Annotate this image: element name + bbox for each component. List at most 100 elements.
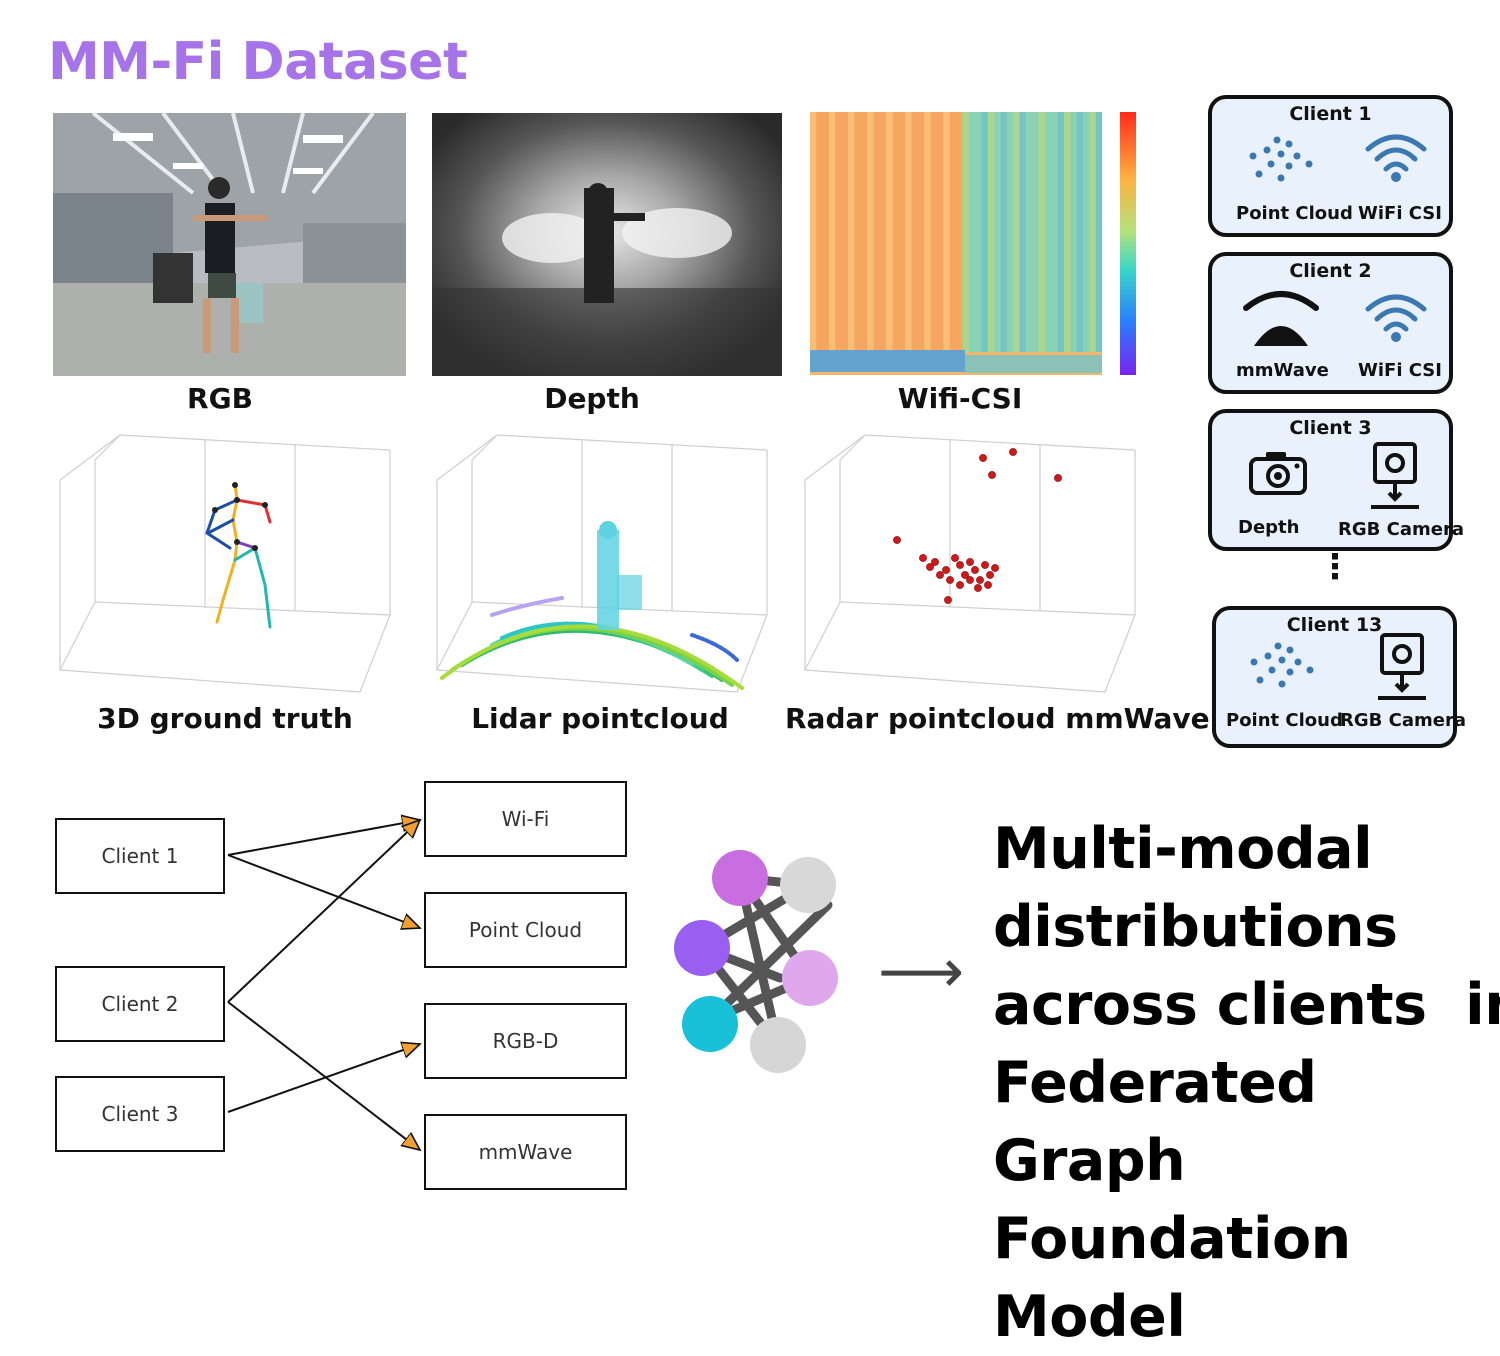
csi-stripe [1057, 112, 1064, 352]
csi-stripe [905, 112, 912, 352]
client-card-title: Client 3 [1289, 417, 1372, 439]
csi-stripe [1051, 112, 1058, 352]
csi-stripe [943, 112, 950, 352]
client-card-right-label: RGB Camera [1340, 710, 1466, 731]
wifi-csi-label: Wifi-CSI [897, 382, 1023, 415]
radar-point [1054, 474, 1062, 482]
client-card-title: Client 2 [1289, 260, 1372, 282]
radar-label: Radar pointcloud mmWave [785, 702, 1210, 735]
csi-stripe [1013, 112, 1020, 352]
csi-stripe [987, 112, 995, 352]
ground-truth-plot [55, 430, 400, 695]
csi-stripe [1038, 112, 1045, 352]
radar-point [936, 571, 944, 579]
camera-icon [1249, 452, 1307, 495]
client-card-left-label: Point Cloud [1236, 203, 1353, 224]
client-card-3: Client 3 Depth RGB Camera [1208, 409, 1464, 551]
graph-modality-node: mmWave [424, 1114, 627, 1190]
csi-stripe [994, 112, 1001, 352]
headline-line: Foundation Model [993, 1206, 1351, 1350]
arrow-icon: ⟶ [878, 937, 965, 1007]
headline-line: Multi-modal [993, 816, 1373, 882]
page-title: MM-Fi Dataset [48, 32, 468, 92]
ellipsis: ⋮ [1318, 547, 1352, 587]
point-cloud-icon [1250, 642, 1314, 688]
radar-point [976, 576, 984, 584]
radar-point [1009, 448, 1017, 456]
client-card-left-label: mmWave [1236, 360, 1329, 381]
client-card-right-label: WiFi CSI [1358, 360, 1442, 381]
graph-network-icon [674, 850, 838, 1073]
client-card-title: Client 13 [1286, 614, 1383, 636]
depth-label: Depth [544, 382, 640, 415]
radar-point [979, 454, 987, 462]
wifi-icon [1365, 134, 1427, 182]
graph-client-node: Client 3 [55, 1076, 225, 1152]
csi-stripe [917, 112, 925, 352]
depth-image [432, 113, 782, 376]
csi-stripe [930, 112, 937, 352]
csi-stripe [848, 112, 855, 352]
lidar-plot [432, 430, 777, 695]
client-card-right-label: RGB Camera [1338, 519, 1464, 540]
csi-stripe [949, 112, 957, 352]
client-card-13: Client 13 Point Cloud RGB Camera [1212, 606, 1466, 748]
csi-stripe [981, 112, 988, 352]
csi-stripe [1044, 112, 1052, 352]
csi-stripe [867, 112, 874, 352]
graph-modality-node: RGB-D [424, 1003, 627, 1079]
rgb-image [53, 113, 406, 376]
radar-plot [800, 430, 1145, 695]
point-cloud-icon [1249, 136, 1313, 182]
client-modality-edges [227, 770, 640, 1200]
csi-stripe [898, 112, 906, 352]
csi-stripe [1006, 112, 1014, 352]
csi-stripe [892, 112, 899, 352]
network-node [780, 857, 836, 913]
client-card-1: Client 1 Point Cloud WiFi CSI [1208, 95, 1453, 237]
csi-stripe [835, 112, 842, 352]
radar-point [919, 554, 927, 562]
csi-stripe [956, 112, 963, 352]
csi-stripe [968, 112, 976, 352]
graph-client-node: Client 1 [55, 818, 225, 894]
csi-stripe [1025, 112, 1033, 352]
headline-line: across clients in [993, 972, 1500, 1038]
headline-line: Federated Graph [993, 1050, 1317, 1194]
radar-point [971, 566, 979, 574]
wifi-icon [1365, 294, 1427, 342]
csi-stripe [962, 112, 969, 352]
csi-stripe [1000, 112, 1007, 352]
csi-stripe [873, 112, 880, 352]
csi-stripe [1070, 112, 1077, 352]
csi-stripe [1095, 112, 1103, 352]
csi-stripe [1083, 112, 1090, 352]
csi-stripe [879, 112, 887, 352]
csi-stripe [924, 112, 931, 352]
mmwave-icon [1243, 291, 1319, 346]
csi-stripe [841, 112, 849, 352]
csi-stripe [822, 112, 830, 352]
csi-stripe [1076, 112, 1084, 352]
csi-stripe [975, 112, 982, 352]
radar-point [988, 471, 996, 479]
webcam-icon [1371, 442, 1419, 509]
csi-stripe [1019, 112, 1026, 352]
ground-truth-label: 3D ground truth [97, 702, 353, 735]
csi-stripe [1089, 112, 1096, 352]
csi-stripe [854, 112, 861, 352]
radar-point [991, 564, 999, 572]
lidar-label: Lidar pointcloud [471, 702, 729, 735]
radar-point [984, 581, 992, 589]
graph-modality-node: Wi-Fi [424, 781, 627, 857]
radar-point [961, 571, 969, 579]
csi-stripe [1064, 112, 1071, 352]
radar-point [956, 561, 964, 569]
network-node [782, 950, 838, 1006]
network-node [750, 1017, 806, 1073]
client-card-right-label: WiFi CSI [1358, 203, 1442, 224]
client-card-title: Client 1 [1289, 103, 1372, 125]
radar-point [956, 581, 964, 589]
graph-modality-node: Point Cloud [424, 892, 627, 968]
csi-stripe [810, 112, 817, 352]
